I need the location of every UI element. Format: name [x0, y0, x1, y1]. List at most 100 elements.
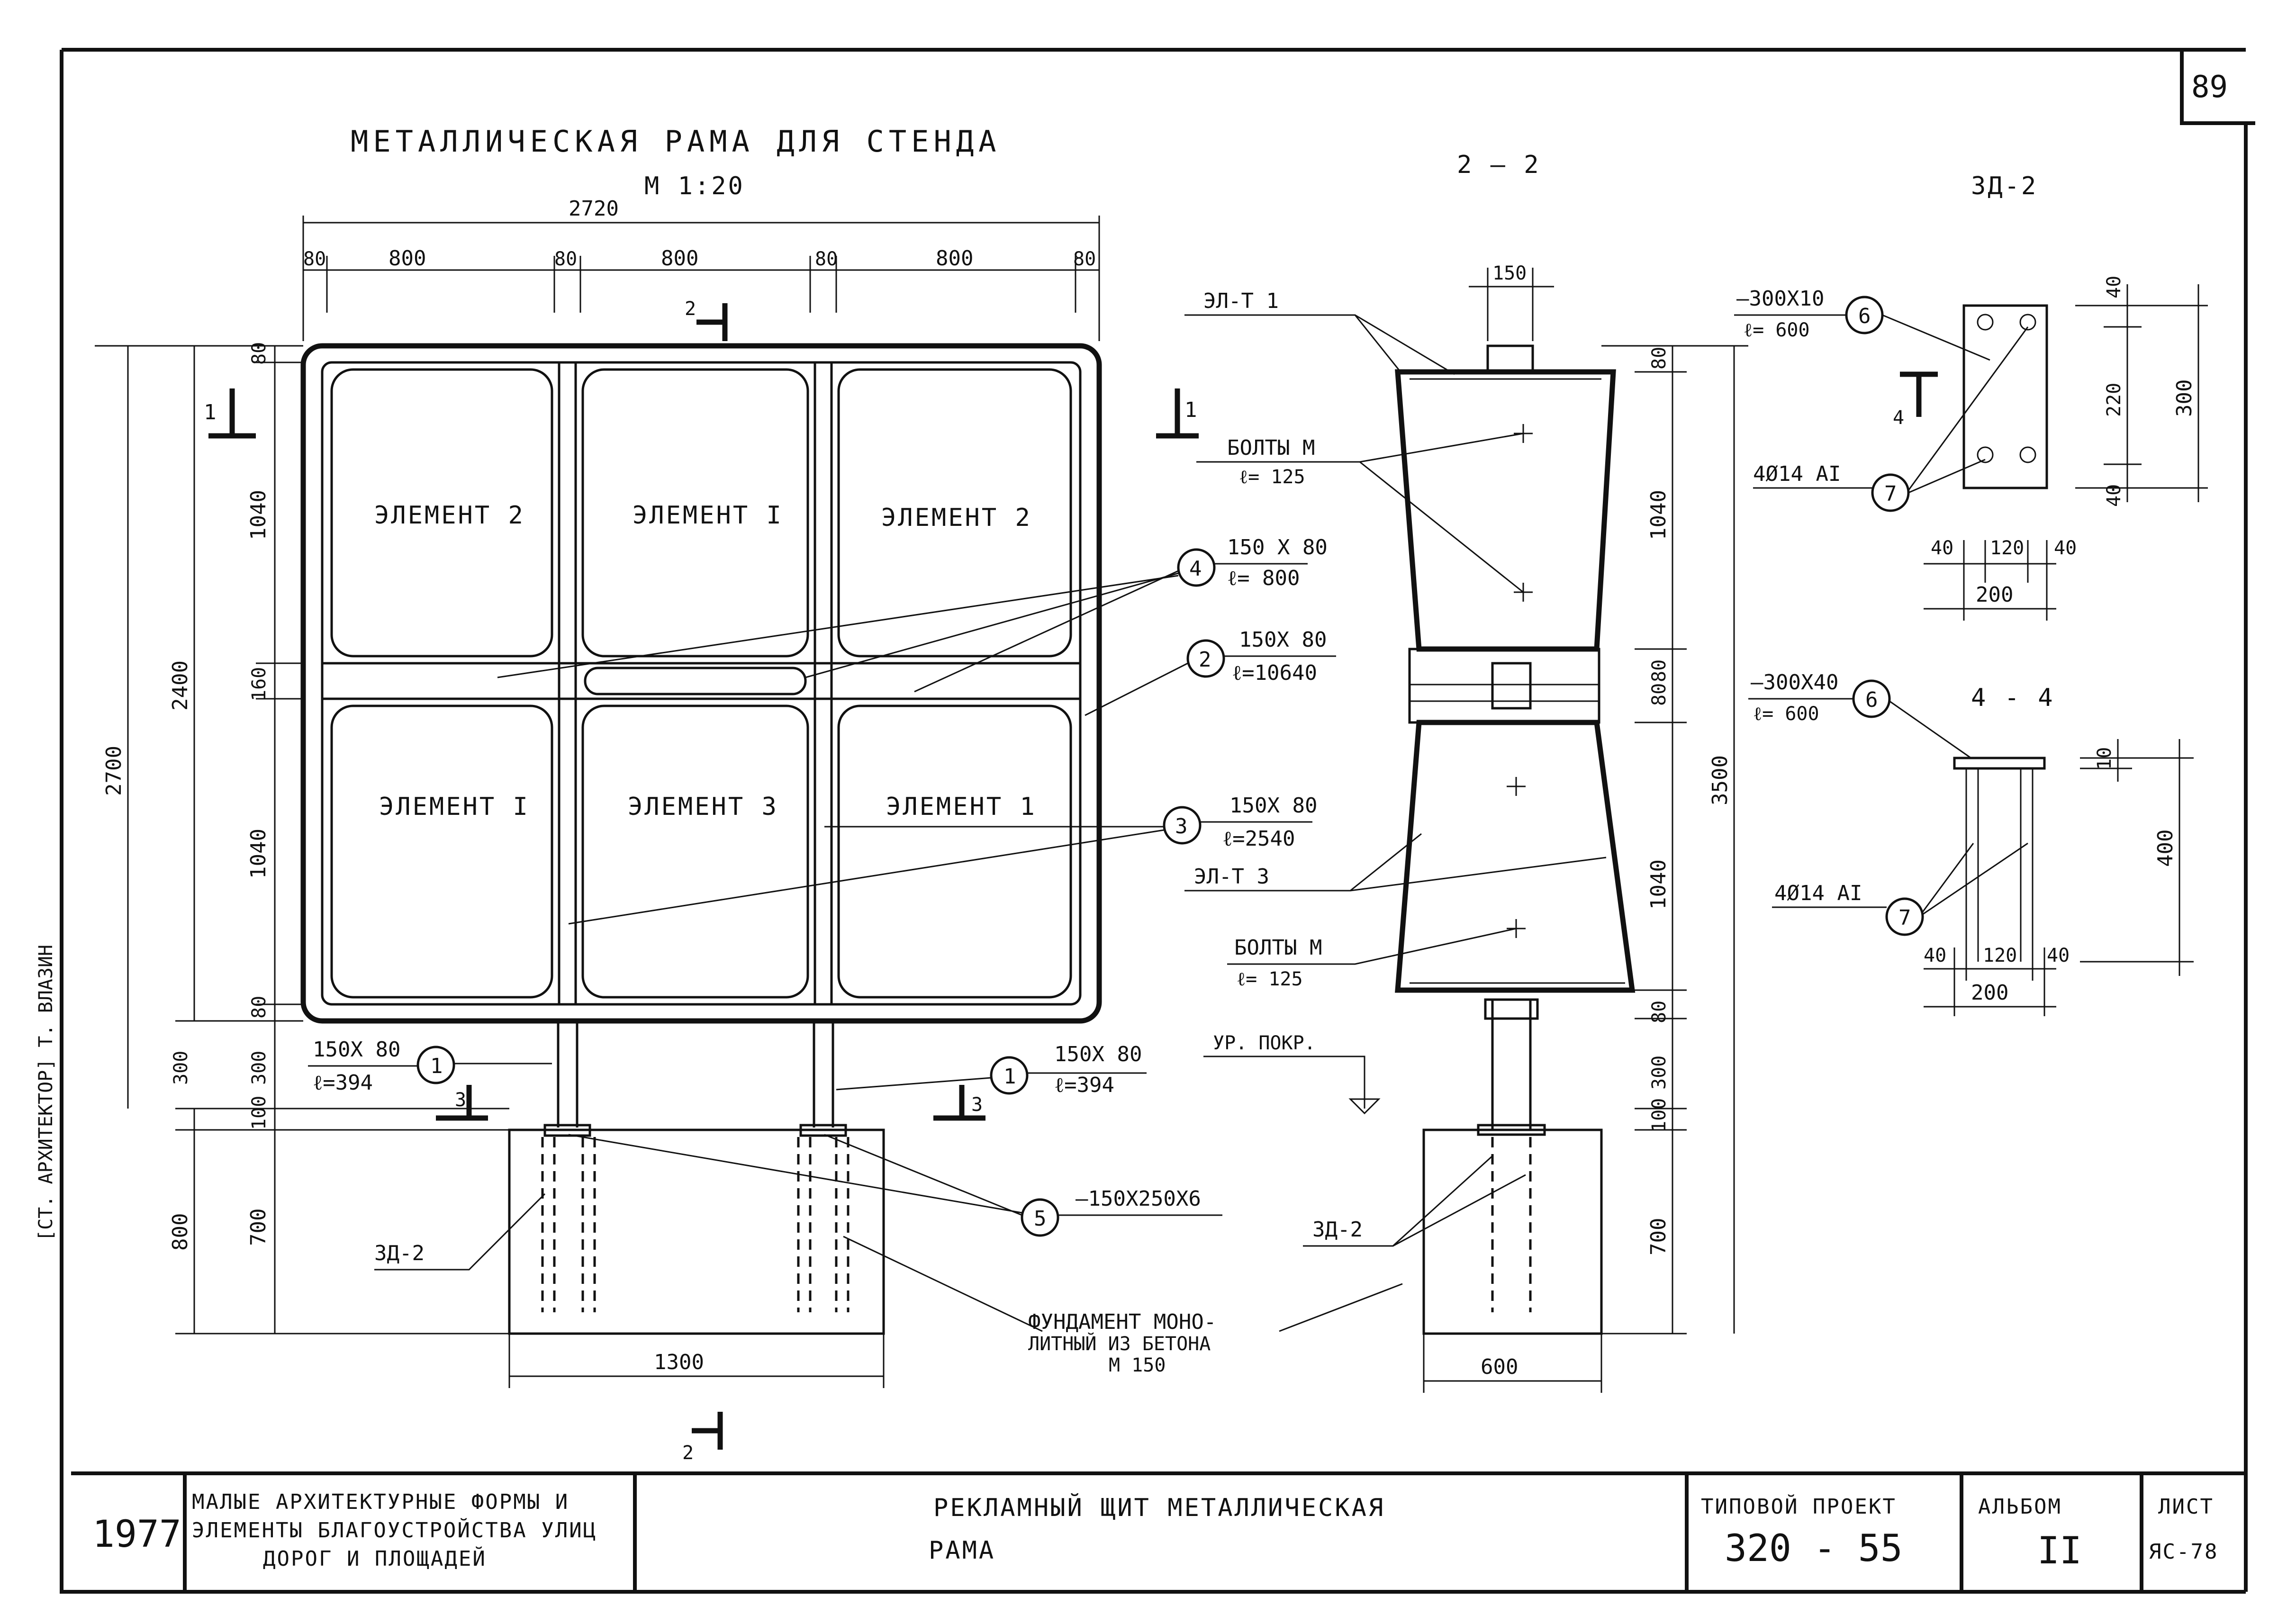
- callout-5-circle: [1021, 1198, 1059, 1237]
- panel-6: [837, 704, 1072, 999]
- callout-3-leaders: [568, 821, 1312, 925]
- detail-zd2: ЗД-2 6 –300X10 ℓ= 600 7 4Ø14 АI 4 40 220…: [1734, 172, 2208, 621]
- dim-foundation-lines: [508, 1334, 885, 1388]
- panel-5: [581, 704, 809, 999]
- el3-label: ЭЛ-Т 3: [1194, 865, 1269, 889]
- section44-dims-bottom: [1924, 947, 2056, 1016]
- callout-4-circle: [1177, 548, 1216, 587]
- el1-leader: [1184, 314, 1455, 375]
- detail-dim-200: 200: [1976, 583, 2013, 607]
- callout-1a-size: 150X 80: [313, 1038, 400, 1062]
- detail-callout-7-num: 7: [1884, 482, 1897, 506]
- dim-left-300-b: 300: [170, 1051, 192, 1085]
- anchor-bolts-right: [797, 1137, 850, 1312]
- dim-top-800-a: 800: [389, 246, 426, 271]
- detail-rebar-spec: 4Ø14 АI: [1753, 462, 1841, 486]
- callout-1b-num: 1: [1003, 1065, 1016, 1089]
- cut-marker-2-top: [696, 303, 728, 341]
- panel-1: [330, 368, 553, 658]
- callout-5-spec: –150X250X6: [1076, 1187, 1201, 1211]
- detail-dims-bottom: [1924, 540, 2056, 621]
- bolts-a-leader: [1196, 433, 1524, 593]
- callout-4-num: 4: [1189, 557, 1202, 581]
- callout-1a-leaders: [308, 1063, 552, 1067]
- section44-plate: [1953, 757, 2046, 770]
- dim-2720: 2720: [569, 197, 619, 221]
- tb-series-3: ДОРОГ И ПЛОЩАДЕЙ: [263, 1546, 487, 1571]
- detail-dim-120: 120: [1990, 537, 2024, 559]
- callout-2-circle: [1186, 639, 1225, 678]
- dim-top-800-b: 800: [661, 246, 698, 271]
- detail-callout-7-leader: [1753, 326, 2029, 494]
- dim-left-2700: 2700: [102, 746, 126, 796]
- cut-marker-1: [208, 388, 256, 439]
- dim-left-80-top: 80: [248, 342, 270, 365]
- callout-1a-num: 1: [430, 1054, 443, 1078]
- callout-2-len: ℓ=10640: [1232, 661, 1317, 685]
- section-dim-80-d: 80: [1648, 1001, 1670, 1023]
- section44-dim-10: 10: [2094, 747, 2115, 770]
- dim-top-lines: [302, 216, 1100, 341]
- panel-label-5: ЭЛЕМЕНТ 3: [628, 793, 778, 821]
- section44-dims-right: [2080, 739, 2194, 976]
- detail-callout-6-num: 6: [1858, 304, 1871, 328]
- section44-dim-40-a: 40: [1924, 945, 1946, 966]
- tb-drawing-title-1: РЕКЛАМНЫЙ ЩИТ МЕТАЛЛИЧЕСКАЯ: [933, 1493, 1385, 1522]
- dim-top-80-b: 80: [554, 248, 577, 270]
- transom-oval: [584, 667, 807, 695]
- ground-level: [1203, 1056, 1381, 1115]
- callout-3-size: 150X 80: [1229, 794, 1317, 818]
- callout-1a-circle: [416, 1046, 455, 1084]
- section44-plate-len: ℓ= 600: [1753, 703, 1819, 725]
- section-dim-80-c: 80: [1648, 659, 1670, 682]
- section-2-2: 2 – 2 ЭЛ-Т 1 БОЛТЫ М ℓ= 125 ЭЛ-Т 3: [1184, 151, 1748, 1393]
- panel-label-1: ЭЛЕМЕНТ 2: [374, 501, 525, 530]
- front-view: ЭЛЕМЕНТ 2 ЭЛЕМЕНТ I ЭЛЕМЕНТ 2 ЭЛЕМЕНТ I …: [95, 197, 1403, 1464]
- cut-1-label: 1: [204, 400, 217, 424]
- tb-series-1: МАЛЫЕ АРХИТЕКТУРНЫЕ ФОРМЫ И: [192, 1490, 569, 1514]
- detail-dim-40-b: 40: [2103, 484, 2125, 507]
- section-dim-1040-a: 1040: [1646, 490, 1671, 540]
- lower-element: [1395, 720, 1636, 993]
- zd2-leader: [374, 1193, 546, 1271]
- side-stamp: [СТ. АРХИТЕКТОР] Т. ВЛАЗИН: [35, 945, 57, 1241]
- panel-4: [330, 704, 553, 999]
- section-4-4-title: 4 - 4: [1971, 684, 2055, 712]
- tb-series-2: ЭЛЕМЕНТЫ БЛАГОУСТРОЙСТВА УЛИЦ: [192, 1517, 597, 1543]
- section-dim-bottom: [1423, 1334, 1602, 1393]
- middle-lines: [1410, 684, 1599, 702]
- cut-3-label-left: 3: [455, 1089, 466, 1111]
- callout-4-size: 150 X 80: [1227, 535, 1328, 559]
- detail-dim-220: 220: [2103, 383, 2125, 417]
- dim-left-80-bot: 80: [248, 996, 270, 1019]
- section-dim-1040-b: 1040: [1646, 859, 1671, 910]
- page-number-box: [2180, 50, 2255, 125]
- sheet-border: [60, 48, 2248, 1594]
- detail-dim-40-a: 40: [2103, 276, 2125, 298]
- detail-bolt-holes: [1977, 314, 2036, 463]
- callout-1b-size: 150X 80: [1054, 1042, 1142, 1066]
- tb-album-number: II: [2037, 1530, 2082, 1572]
- cut-marker-3-left: [436, 1085, 488, 1121]
- section-zd2-leader: [1303, 1155, 1526, 1247]
- dim-left-lines: [95, 345, 509, 1335]
- cut-marker-2-bottom: [692, 1412, 723, 1450]
- section44-dim-40-b: 40: [2047, 945, 2070, 966]
- dim-1300: 1300: [654, 1350, 704, 1374]
- dim-left-100: 100: [248, 1096, 270, 1130]
- section-anchors: [1491, 1137, 1532, 1312]
- detail-dim-300: 300: [2172, 379, 2197, 417]
- callout-3-len: ℓ=2540: [1222, 827, 1295, 851]
- section-dim-150: 150: [1492, 262, 1527, 284]
- panel-label-2: ЭЛЕМЕНТ I: [633, 501, 783, 530]
- detail-dim-40-d: 40: [2054, 537, 2077, 559]
- bolts-b-leader: [1227, 928, 1517, 965]
- ground-level-label: УР. ПОКР.: [1213, 1032, 1316, 1054]
- detail-dims-right: [2075, 284, 2208, 502]
- section-dim-100: 100: [1648, 1098, 1670, 1132]
- section-dim-700: 700: [1646, 1218, 1671, 1255]
- section44-rebars: [1965, 768, 2034, 962]
- dim-left-1040-top: 1040: [246, 490, 271, 540]
- tb-sheet-number: ЯС-78: [2149, 1540, 2218, 1564]
